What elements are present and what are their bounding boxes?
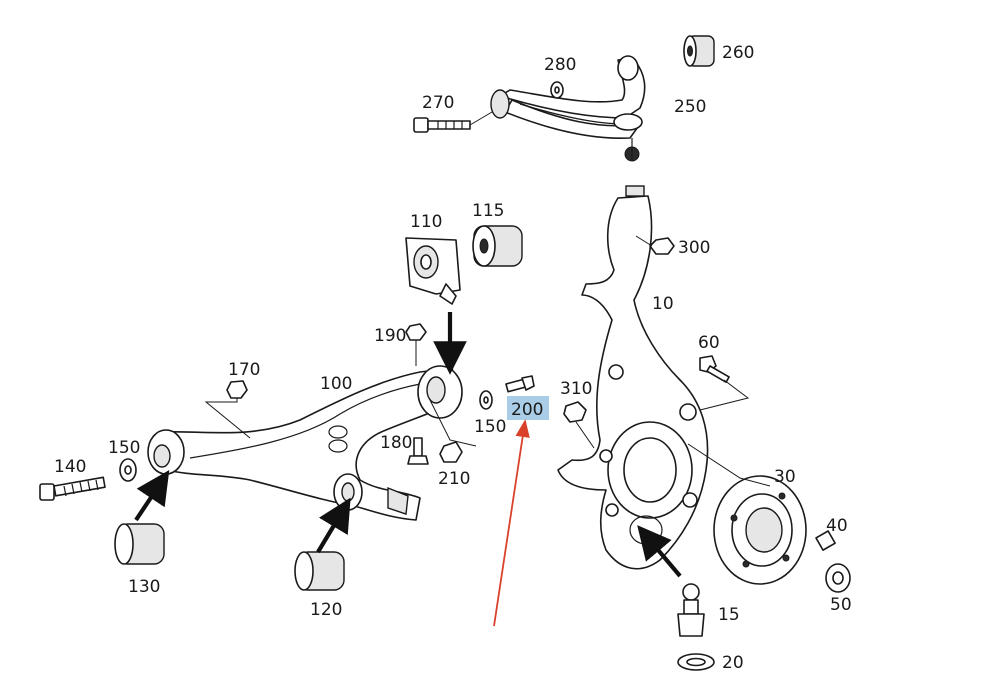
bolt-180[interactable] bbox=[407, 437, 429, 465]
bushing-120[interactable] bbox=[294, 551, 345, 591]
label-260: 260 bbox=[722, 43, 754, 63]
label-300: 300 bbox=[678, 238, 710, 258]
washer-280[interactable] bbox=[550, 81, 564, 99]
label-200: 200 bbox=[511, 400, 543, 420]
label-310: 310 bbox=[560, 379, 592, 399]
bolt-140[interactable] bbox=[39, 476, 106, 501]
washer-150-left[interactable] bbox=[119, 458, 137, 482]
sleeve-40[interactable] bbox=[815, 530, 836, 551]
upper-control-arm[interactable] bbox=[490, 55, 646, 162]
red-pointer-arrow bbox=[493, 419, 530, 627]
bolt-200[interactable] bbox=[505, 375, 535, 393]
label-150-left: 150 bbox=[108, 438, 140, 458]
steering-knuckle[interactable] bbox=[557, 185, 709, 570]
label-140: 140 bbox=[54, 457, 86, 477]
label-115: 115 bbox=[472, 201, 504, 221]
label-120: 120 bbox=[310, 600, 342, 620]
assembly-arrows bbox=[134, 312, 682, 578]
bushing-260[interactable] bbox=[683, 35, 715, 67]
nut-170[interactable] bbox=[226, 380, 248, 399]
bushing-130[interactable] bbox=[114, 523, 165, 565]
label-100: 100 bbox=[320, 374, 352, 394]
label-30: 30 bbox=[774, 467, 796, 487]
nut-210[interactable] bbox=[439, 441, 463, 463]
label-130: 130 bbox=[128, 577, 160, 597]
bolt-60[interactable] bbox=[699, 355, 730, 383]
bolt-270[interactable] bbox=[413, 117, 471, 133]
label-250: 250 bbox=[674, 97, 706, 117]
seal-20[interactable] bbox=[677, 653, 715, 671]
bracket-110[interactable] bbox=[405, 237, 461, 305]
label-110: 110 bbox=[410, 212, 442, 232]
nut-310[interactable] bbox=[563, 401, 587, 423]
label-10: 10 bbox=[652, 294, 674, 314]
label-150-right: 150 bbox=[474, 417, 506, 437]
label-200-highlight bbox=[507, 396, 549, 420]
label-15: 15 bbox=[718, 605, 740, 625]
label-20: 20 bbox=[722, 653, 744, 673]
label-280: 280 bbox=[544, 55, 576, 75]
bolt-190[interactable] bbox=[405, 323, 427, 366]
nut-50[interactable] bbox=[825, 563, 851, 593]
label-50: 50 bbox=[830, 595, 852, 615]
label-60: 60 bbox=[698, 333, 720, 353]
label-40: 40 bbox=[826, 516, 848, 536]
wheel-hub-30[interactable] bbox=[713, 475, 807, 585]
bushing-115[interactable] bbox=[472, 225, 523, 267]
washer-150-right[interactable] bbox=[479, 390, 493, 410]
nut-300[interactable] bbox=[649, 237, 675, 255]
label-190: 190 bbox=[374, 326, 406, 346]
label-170: 170 bbox=[228, 360, 260, 380]
label-210: 210 bbox=[438, 469, 470, 489]
label-180: 180 bbox=[380, 433, 412, 453]
label-270: 270 bbox=[422, 93, 454, 113]
ball-joint-15[interactable] bbox=[677, 583, 705, 637]
